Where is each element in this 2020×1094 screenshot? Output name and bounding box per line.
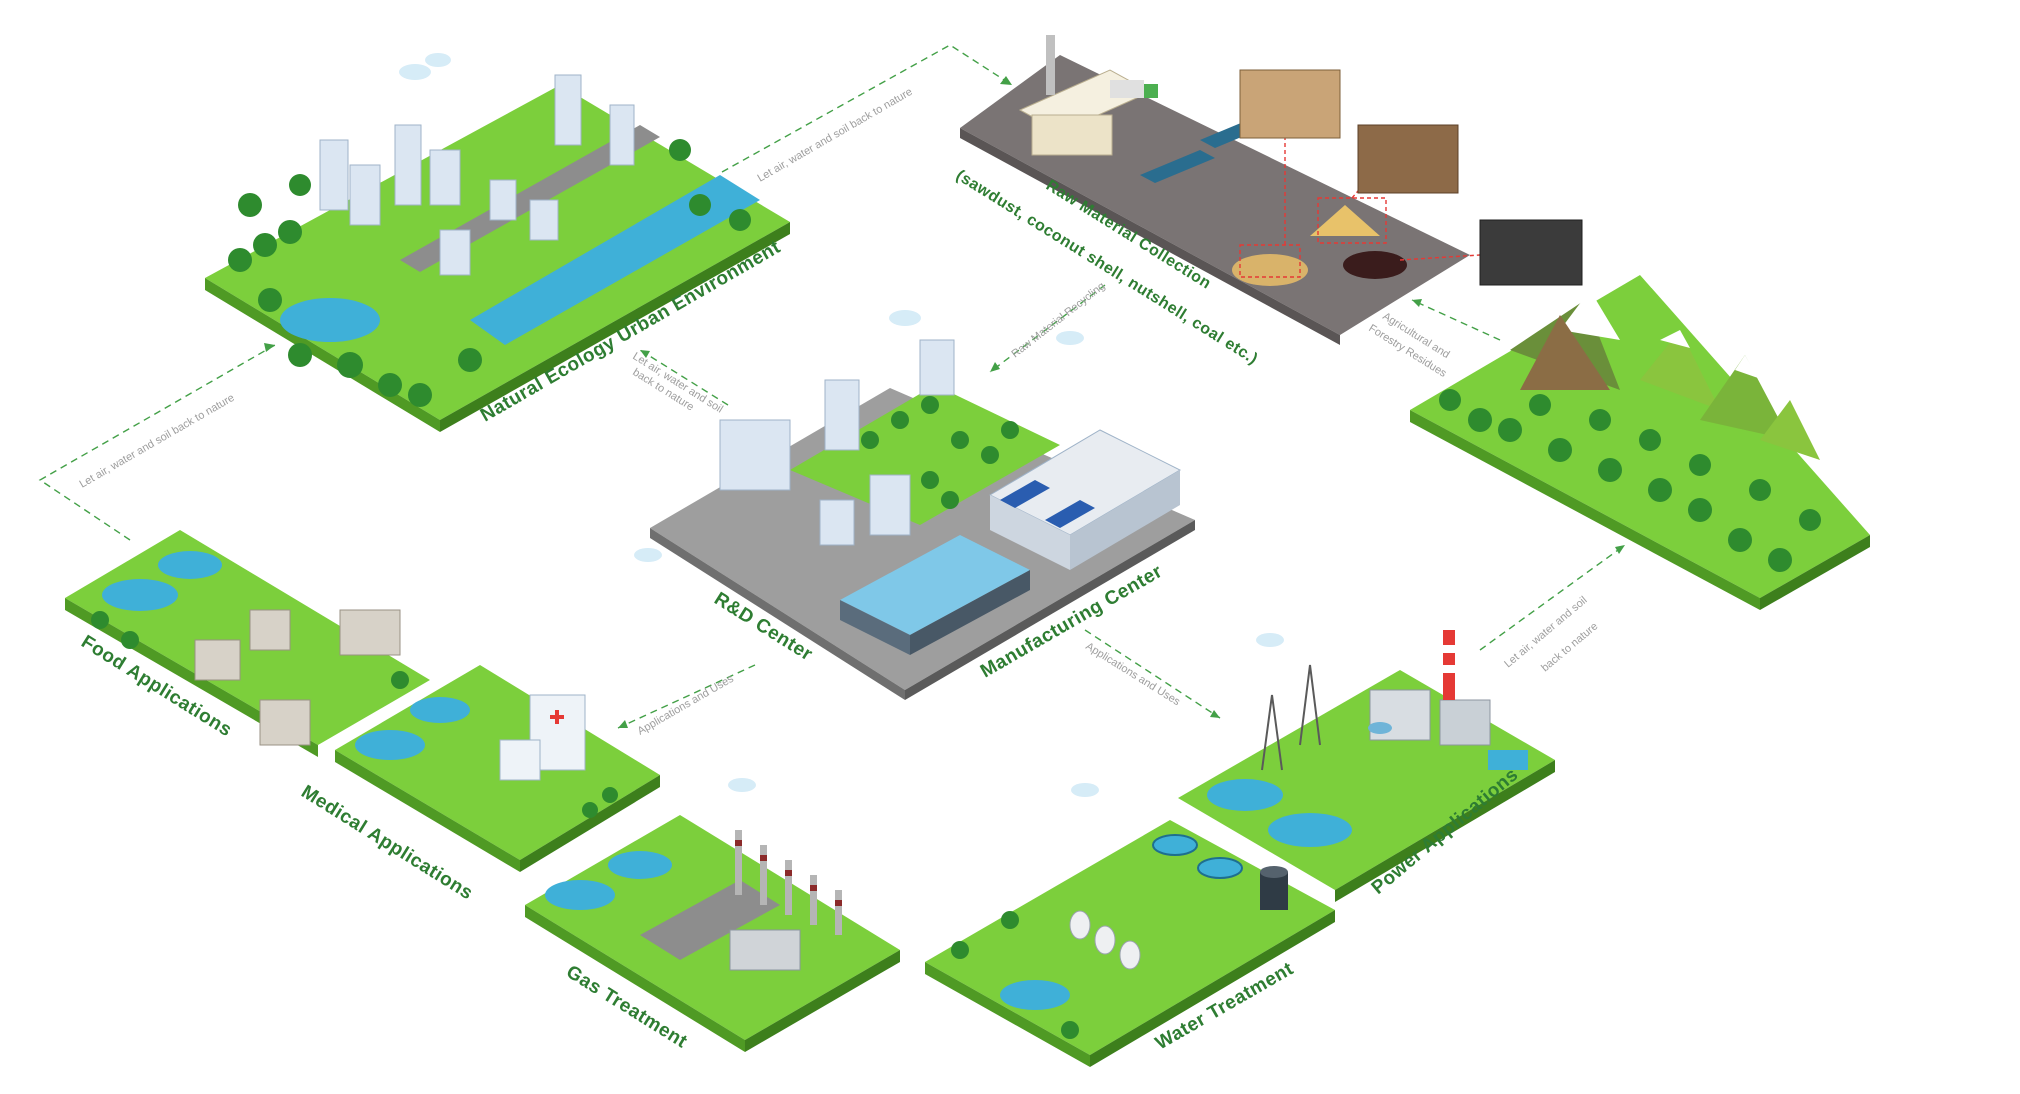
- gas-treatment-tile: [525, 815, 900, 1052]
- caption-city-to-raw: Let air, water and soil back to nature: [756, 86, 915, 185]
- food-applications-tile: [65, 530, 430, 757]
- arrow-forest-to-raw: [1411, 299, 1501, 341]
- arrow-power-to-forest: [1479, 544, 1626, 651]
- rd-manufacturing-tile: [650, 339, 1195, 700]
- arrow-city-to-raw-material: [721, 44, 1013, 173]
- hospital-building: [499, 694, 586, 781]
- arrow-rd-to-medical: [617, 664, 756, 729]
- arrow-raw-to-rd: [989, 284, 1106, 373]
- coconut-shell-photo: [1357, 124, 1459, 194]
- caption-raw-to-rd: Raw Material Recycling: [1009, 280, 1107, 360]
- water-treatment-tile: [925, 820, 1335, 1067]
- caption-rd-to-medical: Applications and Uses: [636, 673, 737, 738]
- caption-food-to-city: Let air, water and soil back to nature: [78, 392, 237, 491]
- raw-material-tile: [960, 35, 1583, 345]
- forest-tile: [1410, 275, 1870, 610]
- medical-applications-tile: [335, 665, 660, 872]
- cloud-decorations: [399, 53, 1284, 797]
- arrow-rd-to-city: [639, 349, 729, 406]
- coal-photo: [1479, 219, 1583, 286]
- sawdust-photo: [1239, 69, 1341, 139]
- power-applications-tile: [1178, 630, 1555, 902]
- arrow-mfg-to-water: [1084, 629, 1221, 719]
- flow-arrows: [38, 44, 1626, 729]
- natural-ecology-tile: [205, 74, 790, 432]
- caption-mfg-to-water: Applications and Uses: [1083, 640, 1182, 708]
- arrow-food-to-city: [38, 344, 276, 541]
